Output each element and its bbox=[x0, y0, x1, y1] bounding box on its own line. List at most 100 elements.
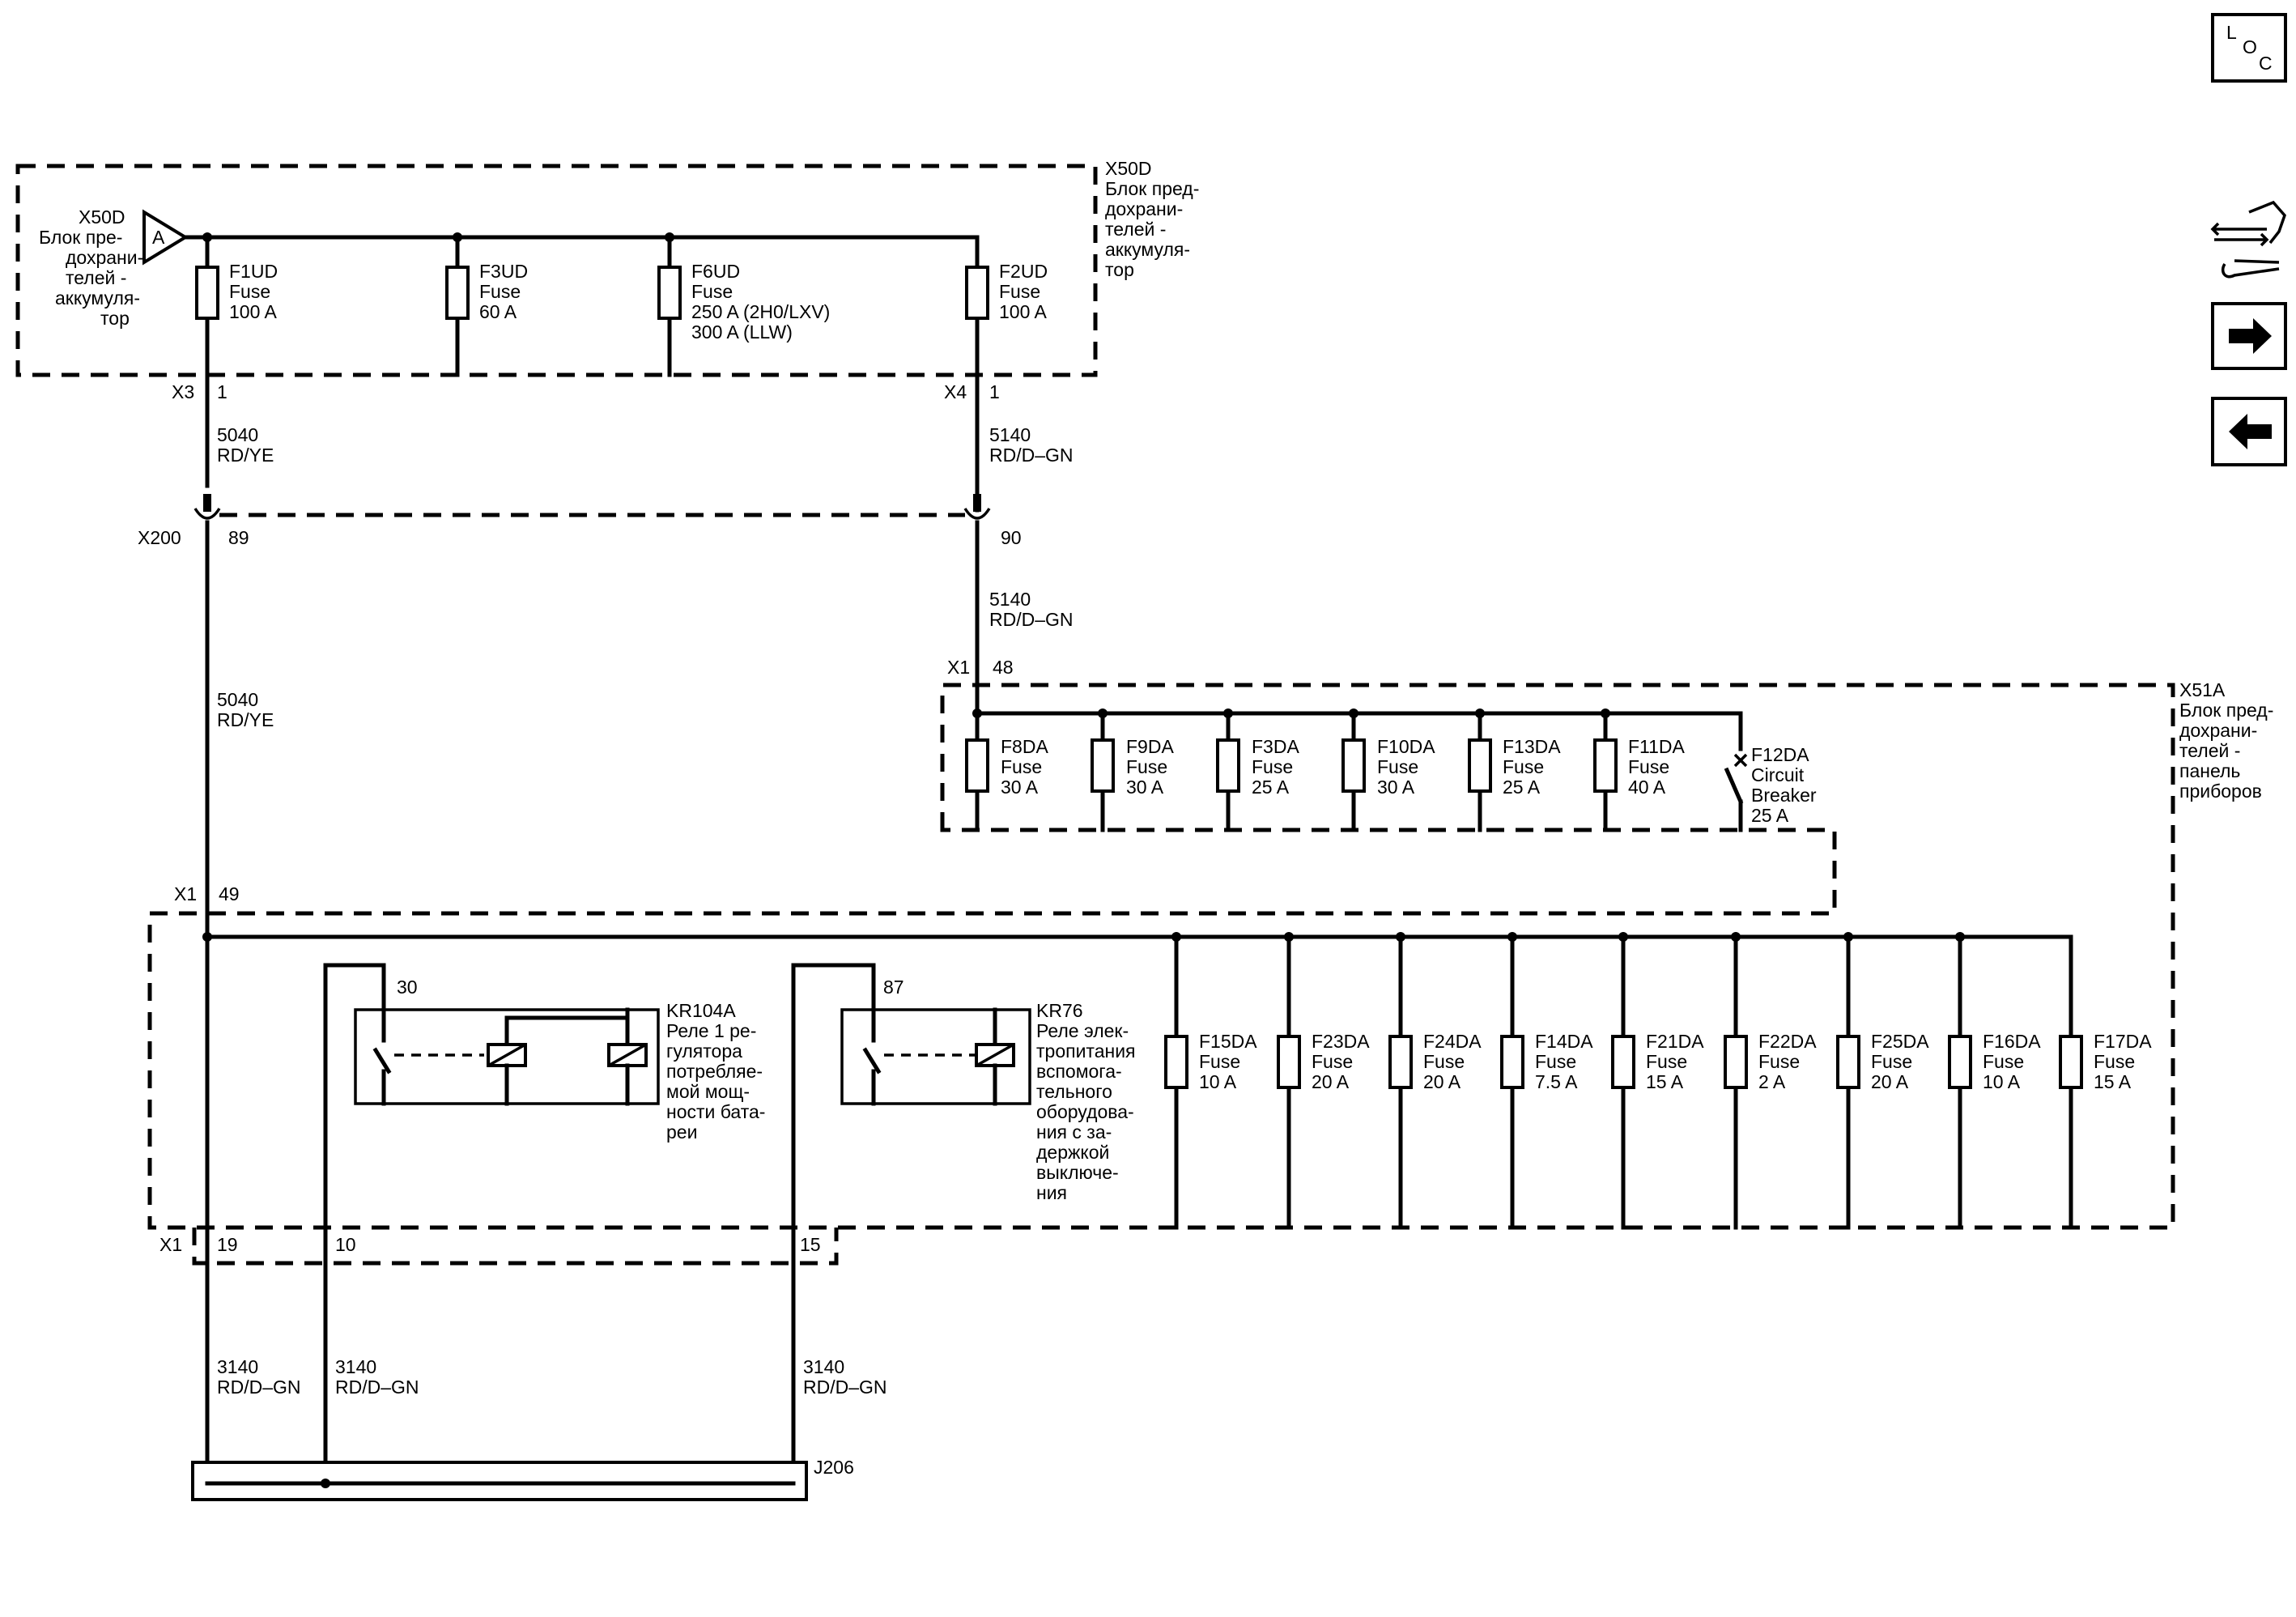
wire-3140-b-color: RD/D–GN bbox=[335, 1377, 419, 1398]
fuse-f24da-type: Fuse bbox=[1423, 1051, 1465, 1072]
x50d-desc-4: аккумуля- bbox=[1105, 239, 1190, 260]
x50d-left-desc-3: телей - bbox=[66, 267, 126, 288]
arrow-left-icon bbox=[2229, 414, 2272, 449]
arrow-right-icon bbox=[2229, 318, 2272, 354]
connector-x200-pin-a: 89 bbox=[228, 527, 249, 548]
fuse-f25da bbox=[1836, 1035, 1860, 1089]
connector-x1-mid: X1 bbox=[174, 883, 197, 904]
x50d-left-name: X50D bbox=[79, 206, 125, 228]
loc-letter-o: O bbox=[2243, 36, 2257, 57]
fuse-f9da bbox=[1091, 738, 1115, 793]
breaker-f12da-line2: Circuit bbox=[1751, 764, 1805, 785]
relay-kr104a-desc-6: реи bbox=[666, 1121, 697, 1143]
wire-5040-b-circuit: 5040 bbox=[217, 689, 258, 710]
fuse-f15da-name: F15DA bbox=[1199, 1031, 1257, 1052]
fuse-f22da-name: F22DA bbox=[1758, 1031, 1817, 1052]
fuse-f9da-name: F9DA bbox=[1126, 736, 1174, 757]
wire-5140-b-color: RD/D–GN bbox=[989, 609, 1074, 630]
fuse-f8da-name: F8DA bbox=[1001, 736, 1048, 757]
fuse-f14da-type: Fuse bbox=[1535, 1051, 1576, 1072]
fuse-f10da-name: F10DA bbox=[1377, 736, 1435, 757]
relay-kr76-desc-5: оборудова- bbox=[1036, 1101, 1134, 1122]
fuse-f6ud-name: F6UD bbox=[691, 261, 740, 282]
fuse-f13da-rating: 25 A bbox=[1503, 777, 1541, 798]
x50d-left-desc-4: аккумуля- bbox=[55, 287, 140, 309]
location-button[interactable]: L O C bbox=[2211, 13, 2287, 83]
fuse-f15da bbox=[1164, 1035, 1188, 1089]
fuse-f24da bbox=[1388, 1035, 1413, 1089]
fuse-f21da-type: Fuse bbox=[1646, 1051, 1687, 1072]
fuse-f13da-name: F13DA bbox=[1503, 736, 1561, 757]
relay-kr76-name: KR76 bbox=[1036, 1000, 1083, 1021]
x50d-desc-3: телей - bbox=[1105, 219, 1166, 240]
fuse-f15da-rating: 10 A bbox=[1199, 1071, 1237, 1092]
fuse-f21da-name: F21DA bbox=[1646, 1031, 1704, 1052]
relay-kr76-desc-3: вспомога- bbox=[1036, 1061, 1122, 1082]
x50d-left-desc-1: Блок пре- bbox=[39, 227, 122, 248]
previous-page-button[interactable] bbox=[2211, 397, 2287, 466]
fuse-f25da-name: F25DA bbox=[1871, 1031, 1929, 1052]
fuse-f11da bbox=[1593, 738, 1618, 793]
x50d-desc-1: Блок пред- bbox=[1105, 178, 1199, 199]
loc-letter-l: L bbox=[2226, 22, 2237, 43]
fuse-f1ud-name: F1UD bbox=[229, 261, 278, 282]
fuse-f3da bbox=[1216, 738, 1240, 793]
connector-x1-top: X1 bbox=[947, 657, 970, 678]
fuse-f11da-rating: 40 A bbox=[1628, 777, 1666, 798]
fuse-f10da-rating: 30 A bbox=[1377, 777, 1415, 798]
relay-kr76-desc-8: выключе- bbox=[1036, 1162, 1119, 1183]
connector-x3-pin: 1 bbox=[217, 381, 227, 402]
x51a-desc-2: дохрани- bbox=[2179, 720, 2257, 741]
fuse-f8da-type: Fuse bbox=[1001, 756, 1042, 777]
fuse-f24da-rating: 20 A bbox=[1423, 1071, 1461, 1092]
x51a-desc-1: Блок пред- bbox=[2179, 700, 2273, 721]
fuse-f9da-type: Fuse bbox=[1126, 756, 1167, 777]
connector-repair-icon[interactable] bbox=[2210, 200, 2286, 279]
fuse-f15da-type: Fuse bbox=[1199, 1051, 1240, 1072]
connector-x200-pin-b: 90 bbox=[1001, 527, 1022, 548]
fuse-f22da-rating: 2 A bbox=[1758, 1071, 1786, 1092]
breaker-f12da-rating: 25 A bbox=[1751, 805, 1789, 826]
battery-terminal-symbol: A bbox=[142, 209, 189, 266]
fuse-f9da-rating: 30 A bbox=[1126, 777, 1164, 798]
x50d-left-desc-2: дохрани- bbox=[66, 247, 143, 268]
connector-x200-label: X200 bbox=[138, 527, 181, 548]
fuse-f23da-type: Fuse bbox=[1312, 1051, 1353, 1072]
fuse-f17da bbox=[2059, 1035, 2083, 1089]
splice-j206-label: J206 bbox=[814, 1457, 854, 1478]
fuse-f24da-name: F24DA bbox=[1423, 1031, 1482, 1052]
relay-kr104a-name: KR104A bbox=[666, 1000, 736, 1021]
connector-x1-bot-pin-15: 15 bbox=[800, 1234, 821, 1255]
fuse-f25da-rating: 20 A bbox=[1871, 1071, 1909, 1092]
fuse-f10da-type: Fuse bbox=[1377, 756, 1418, 777]
wire-5140-a-circuit: 5140 bbox=[989, 424, 1031, 445]
fuse-f3ud-rating: 60 A bbox=[479, 301, 517, 322]
fuse-f25da-type: Fuse bbox=[1871, 1051, 1912, 1072]
relay-kr76 bbox=[791, 963, 1031, 1486]
connector-x1-bot: X1 bbox=[159, 1234, 182, 1255]
fuse-f6ud bbox=[657, 266, 682, 320]
fuse-f8da bbox=[965, 738, 989, 793]
fuse-f3da-type: Fuse bbox=[1252, 756, 1293, 777]
relay-kr76-desc-9: ния bbox=[1036, 1182, 1067, 1203]
relay-kr76-pin: 87 bbox=[883, 977, 904, 998]
relay-kr104a-desc-1: Реле 1 ре- bbox=[666, 1020, 756, 1041]
next-page-button[interactable] bbox=[2211, 302, 2287, 370]
fuse-f13da-type: Fuse bbox=[1503, 756, 1544, 777]
fuse-f23da bbox=[1277, 1035, 1301, 1089]
fuse-f1ud-type: Fuse bbox=[229, 281, 270, 302]
fuse-f3da-name: F3DA bbox=[1252, 736, 1299, 757]
connector-x1-bot-pin-10: 10 bbox=[335, 1234, 356, 1255]
wire-3140-a-color: RD/D–GN bbox=[217, 1377, 301, 1398]
fuse-f17da-rating: 15 A bbox=[2094, 1071, 2132, 1092]
wire-5140-b-circuit: 5140 bbox=[989, 589, 1031, 610]
fuse-f3ud-name: F3UD bbox=[479, 261, 528, 282]
fuse-f2ud-type: Fuse bbox=[999, 281, 1040, 302]
relay-kr104a-desc-2: гулятора bbox=[666, 1040, 742, 1062]
wire-3140-c-circuit: 3140 bbox=[803, 1356, 844, 1377]
x50d-desc-5: тор bbox=[1105, 259, 1134, 280]
fuse-f1ud bbox=[195, 266, 219, 320]
fuse-f21da-rating: 15 A bbox=[1646, 1071, 1684, 1092]
fuse-f2ud-rating: 100 A bbox=[999, 301, 1047, 322]
fuse-f22da-type: Fuse bbox=[1758, 1051, 1800, 1072]
